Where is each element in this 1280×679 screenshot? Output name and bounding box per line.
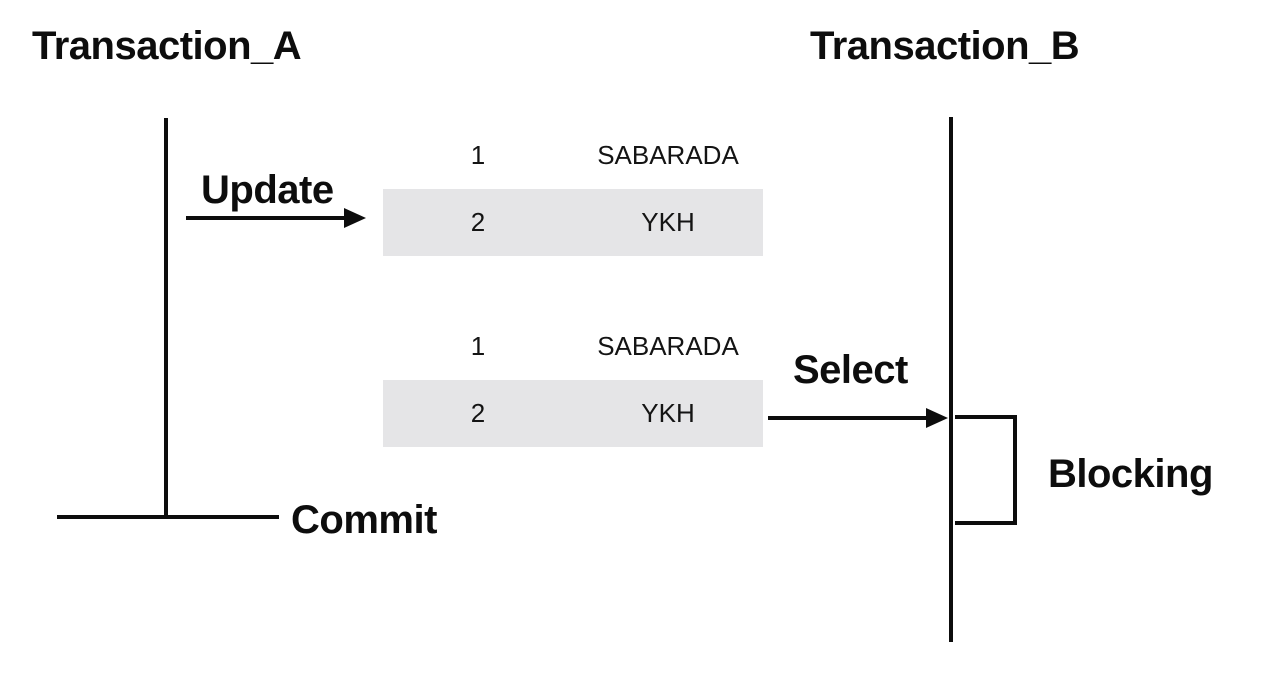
- select-label: Select: [793, 348, 908, 392]
- table-row: 1 SABARADA: [383, 122, 763, 189]
- row-name-cell: SABARADA: [597, 140, 739, 170]
- table-row-highlighted: 2 YKH: [383, 380, 763, 447]
- update-arrow-line: [186, 216, 346, 220]
- commit-line: [57, 515, 279, 519]
- table-row-highlighted: 2 YKH: [383, 189, 763, 256]
- table-row: 1 SABARADA: [383, 313, 763, 380]
- table-snapshot-update: 1 SABARADA 2 YKH: [383, 122, 763, 256]
- row-name-cell: SABARADA: [597, 331, 739, 361]
- table-snapshot-select: 1 SABARADA 2 YKH: [383, 313, 763, 447]
- update-label: Update: [201, 168, 334, 212]
- blocking-label: Blocking: [1048, 452, 1213, 496]
- row-name-cell: YKH: [641, 207, 695, 237]
- row-id-cell: 2: [470, 398, 486, 428]
- commit-label: Commit: [291, 498, 437, 542]
- row-id-cell: 2: [470, 207, 486, 237]
- transaction-a-lifeline: [164, 118, 168, 518]
- row-name-cell: YKH: [641, 398, 695, 428]
- transaction-a-title: Transaction_A: [32, 24, 302, 68]
- row-id-cell: 1: [470, 140, 486, 170]
- select-arrow-line: [768, 416, 928, 420]
- row-id-cell: 1: [470, 331, 486, 361]
- select-arrowhead-icon: [926, 408, 948, 428]
- transaction-b-lifeline: [949, 117, 953, 642]
- update-arrowhead-icon: [344, 208, 366, 228]
- blocking-bracket: [955, 415, 1017, 525]
- transaction-b-title: Transaction_B: [810, 24, 1080, 68]
